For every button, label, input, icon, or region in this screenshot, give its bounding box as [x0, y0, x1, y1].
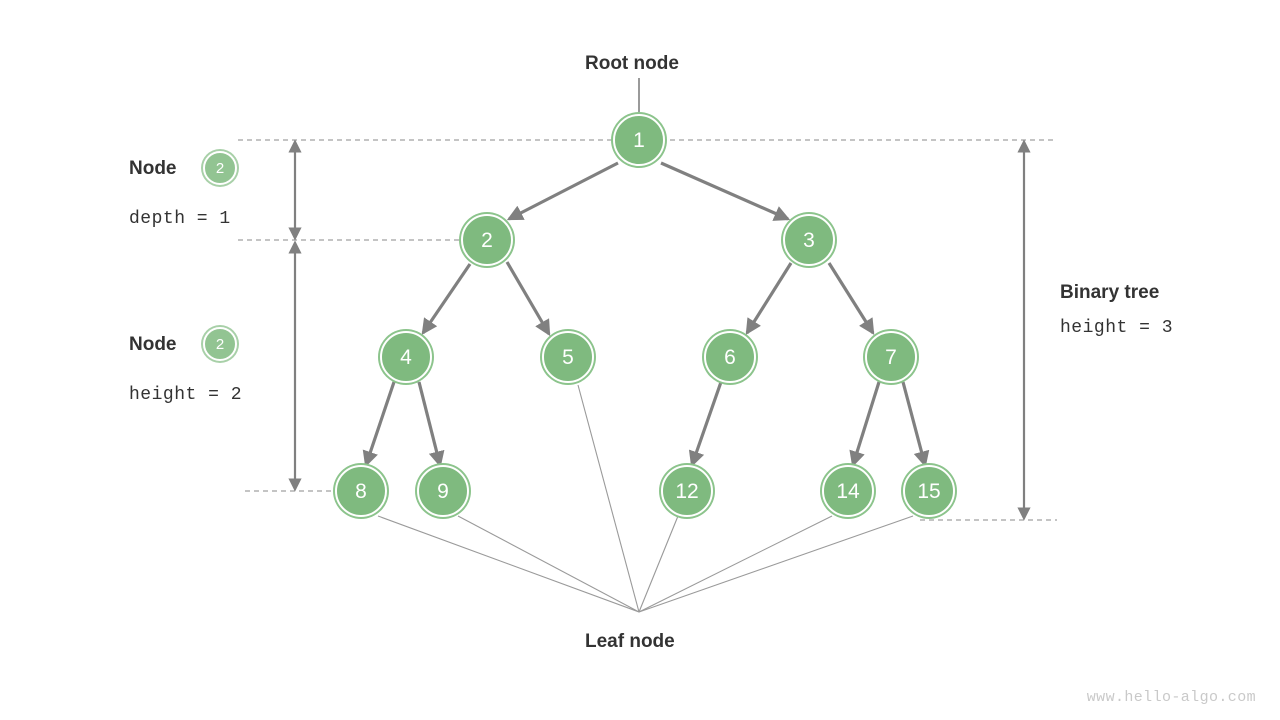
legend-depth-title: Node — [129, 158, 177, 179]
leaf-line-15 — [638, 515, 914, 613]
watermark-text: www.hello-algo.com — [1086, 689, 1256, 706]
legend-depth-value: depth = 1 — [129, 209, 231, 229]
edge-6-12 — [688, 381, 723, 468]
legend-height-value: height = 2 — [129, 385, 243, 405]
legend-height-node-badge: 2 — [203, 327, 237, 361]
leaf-line-9 — [457, 515, 640, 613]
edge-3-6 — [745, 262, 793, 336]
legend-tree-title: Binary tree — [1060, 282, 1160, 303]
tree-node-9[interactable]: 9 — [417, 465, 469, 517]
tree-node-6[interactable]: 6 — [704, 331, 756, 383]
leaf-line-5 — [577, 384, 640, 613]
tree-node-8[interactable]: 8 — [335, 465, 387, 517]
tree-node-2[interactable]: 2 — [461, 214, 513, 266]
leaf-node-label: Leaf node — [585, 631, 675, 652]
tree-node-4[interactable]: 4 — [380, 331, 432, 383]
tree-node-12[interactable]: 12 — [661, 465, 713, 517]
leaf-pointer-lines — [377, 384, 914, 613]
tree-edges — [362, 161, 930, 468]
leaf-line-14 — [638, 515, 833, 613]
tree-node-3[interactable]: 3 — [783, 214, 835, 266]
tree-node-1[interactable]: 1 — [613, 114, 665, 166]
edge-7-14 — [849, 381, 881, 468]
dimension-guide-lines — [238, 139, 1057, 521]
edge-4-9 — [417, 381, 445, 468]
leaf-line-12 — [638, 515, 679, 613]
legend-tree-height-value: height = 3 — [1060, 318, 1174, 338]
edge-4-8 — [362, 381, 396, 468]
tree-node-14[interactable]: 14 — [822, 465, 874, 517]
edge-2-4 — [421, 263, 472, 335]
edge-3-7 — [827, 262, 875, 336]
edge-7-15 — [901, 381, 930, 468]
edge-1-2 — [506, 161, 619, 221]
edge-1-3 — [660, 161, 791, 221]
tree-node-15[interactable]: 15 — [903, 465, 955, 517]
edge-2-5 — [505, 261, 551, 337]
tree-node-5[interactable]: 5 — [542, 331, 594, 383]
legend-depth-node-badge: 2 — [203, 151, 237, 185]
legend-height-title: Node — [129, 334, 177, 355]
tree-node-7[interactable]: 7 — [865, 331, 917, 383]
root-node-label: Root node — [585, 53, 679, 74]
dimension-arrows — [288, 139, 1031, 521]
leaf-line-8 — [377, 515, 640, 613]
